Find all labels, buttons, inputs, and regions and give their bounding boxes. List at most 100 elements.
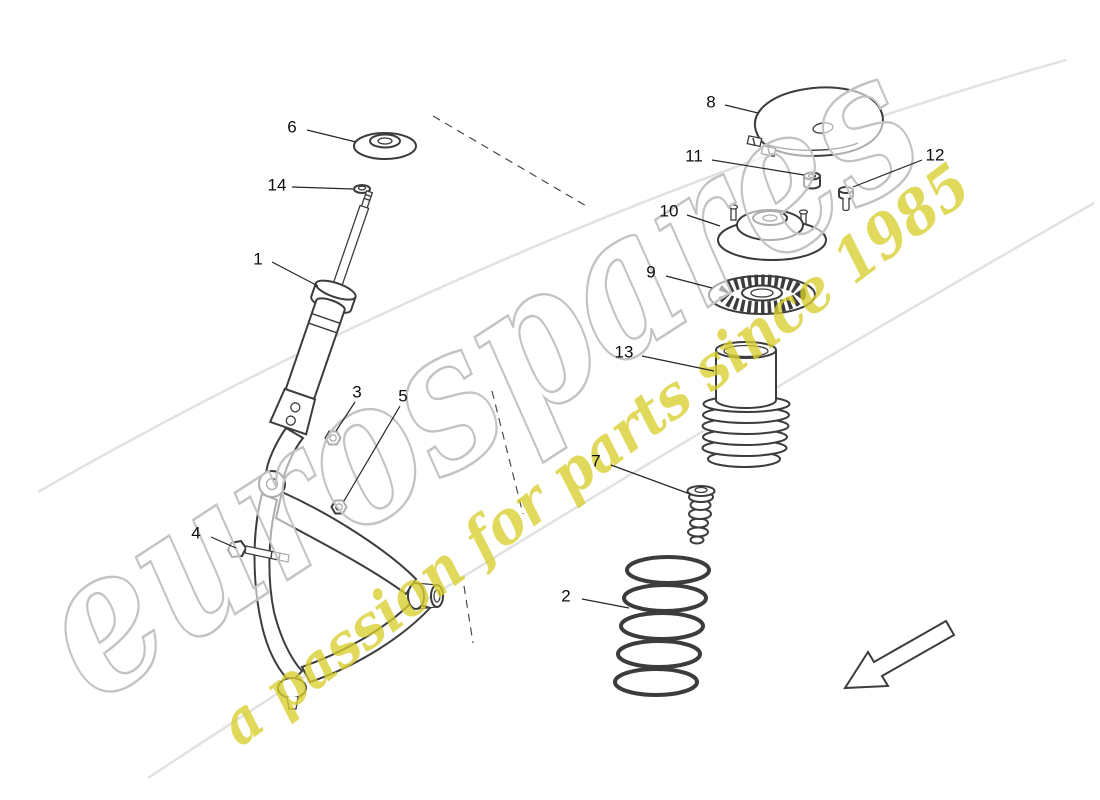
nut-11-illustration (803, 171, 821, 190)
bolt-shaft (244, 545, 290, 563)
bracket-hole (285, 415, 296, 426)
callout-number[interactable]: 5 (398, 386, 407, 405)
cover-tab-hatch (752, 137, 756, 147)
callout-leader-line (335, 401, 356, 432)
spring-coil (616, 639, 702, 669)
callout-number[interactable]: 9 (646, 262, 655, 281)
nut-hole (329, 434, 337, 442)
swoosh-curve (37, 58, 1067, 494)
callout-number[interactable]: 7 (591, 451, 600, 470)
callout-number[interactable]: 4 (191, 523, 200, 542)
strut-collar-top (314, 279, 357, 301)
callout-number[interactable]: 13 (615, 342, 634, 361)
bolt-thread-line (278, 552, 281, 560)
direction-arrow-icon (843, 619, 956, 690)
upper-mount-plate-illustration (353, 132, 417, 160)
spring-coil (622, 583, 708, 613)
callout-2[interactable]: 2 (561, 586, 630, 609)
nut-3-illustration (324, 430, 342, 446)
ball-joint (277, 677, 307, 699)
control-arm-upper-edge (274, 490, 418, 596)
boot-tube-opening (723, 344, 769, 358)
callout-leader-line (610, 464, 691, 495)
strut-body (285, 297, 346, 400)
bolt-head (226, 539, 248, 559)
spring-coil (613, 667, 699, 697)
callout-6[interactable]: 6 (287, 117, 357, 143)
mount-hole (377, 137, 393, 145)
strut-shaft (331, 204, 370, 289)
bearing-center-hole (750, 288, 774, 298)
washer-hole (357, 185, 367, 191)
callout-10[interactable]: 10 (660, 201, 721, 227)
nut-hole (335, 503, 343, 511)
callout-leader-line (852, 159, 923, 188)
callout-14[interactable]: 14 (268, 175, 354, 194)
coil-spring-illustration (613, 555, 711, 697)
callout-leader-line (291, 186, 354, 190)
callout-number[interactable]: 11 (685, 146, 703, 165)
stud-head-top (838, 186, 854, 194)
callout-leader-line (711, 159, 805, 176)
bolt-illustration (226, 539, 290, 563)
mount-stud-head (798, 209, 809, 215)
callout-leader-line (581, 598, 630, 609)
dashed-line (432, 115, 589, 208)
callout-leader-line (665, 275, 713, 289)
callout-leader-line (724, 104, 759, 114)
dust-boot-illustration (701, 341, 791, 468)
thread-line (363, 197, 371, 201)
stud-shaft (842, 198, 850, 212)
spring-seat-bearing-illustration (708, 274, 816, 315)
callout-number[interactable]: 10 (660, 201, 679, 220)
callout-leader-line (271, 261, 319, 287)
strut-body-ring (308, 322, 338, 334)
boot-tube (715, 350, 777, 409)
callout-number[interactable]: 14 (268, 175, 287, 194)
callout-number[interactable]: 3 (352, 382, 361, 401)
callout-3[interactable]: 3 (335, 382, 362, 432)
callout-12[interactable]: 12 (852, 145, 945, 188)
callout-5[interactable]: 5 (343, 386, 408, 502)
callout-number[interactable]: 2 (561, 586, 570, 605)
thread-line (365, 193, 372, 198)
cover-slot (812, 122, 834, 134)
callout-number[interactable]: 1 (253, 249, 262, 268)
callout-number[interactable]: 6 (287, 117, 296, 136)
nut-hole (807, 173, 817, 179)
strut-top-mount-illustration (717, 204, 827, 261)
callout-13[interactable]: 13 (615, 342, 715, 372)
callout-9[interactable]: 9 (646, 262, 713, 289)
callout-leader-line (641, 355, 715, 372)
callout-number[interactable]: 8 (706, 92, 715, 111)
callout-7[interactable]: 7 (591, 451, 691, 495)
bump-stop-ridge (687, 526, 709, 538)
alignment-dashed-lines (432, 115, 589, 644)
callout-number[interactable]: 12 (926, 145, 945, 164)
mount-stud-head (728, 204, 739, 210)
spring-coil (625, 555, 711, 585)
bracket-hole (290, 402, 301, 413)
spring-coil (619, 611, 705, 641)
rear-bushing-side (415, 606, 438, 610)
callout-11[interactable]: 11 (685, 146, 805, 176)
watermark-swoosh-curves (37, 58, 1095, 780)
callout-8[interactable]: 8 (706, 92, 759, 114)
nut-5-illustration (330, 499, 348, 515)
callout-4[interactable]: 4 (191, 523, 237, 549)
front-bushing-hole (265, 477, 279, 491)
rear-bushing-hole (433, 589, 441, 603)
callout-leader-line (686, 214, 721, 227)
bearing-corrugation (718, 274, 806, 314)
bump-stop-hole (694, 486, 708, 494)
callout-leader-line (343, 405, 401, 502)
mount-center-hole (762, 214, 778, 222)
bump-stop-tip (689, 535, 705, 545)
cover-shell (753, 86, 884, 157)
bump-stop-illustration (686, 485, 716, 545)
callout-1[interactable]: 1 (253, 249, 319, 287)
control-arm-left-edge (253, 492, 304, 685)
cover-tab-hatch (767, 147, 771, 157)
